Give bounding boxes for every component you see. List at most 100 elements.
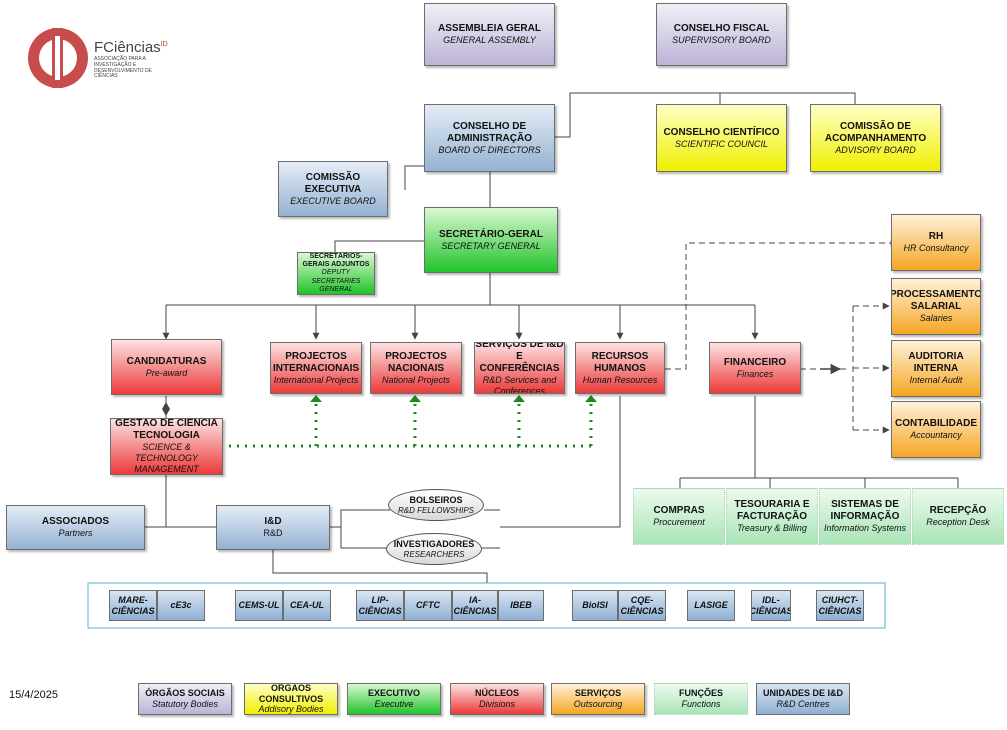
legend-subtitle: Outsourcing: [573, 699, 623, 709]
box-rd-services[interactable]: SERVIÇOS DE I&D E CONFERÊNCIAS R&D Servi…: [474, 342, 565, 394]
box-title: INVESTIGADORES: [393, 539, 475, 550]
box-advisory-board[interactable]: COMISSÃO DE ACOMPANHAMENTO ADVISORY BOAR…: [810, 104, 941, 172]
legend-subtitle: Divisions: [478, 699, 515, 709]
box-title: AUDITORIA INTERNA: [908, 351, 964, 375]
box-treasury-billing[interactable]: TESOURARIA E FACTURAÇÃO Treasury & Billi…: [726, 488, 818, 545]
unit-box[interactable]: LASIGE: [687, 590, 735, 621]
unit-box[interactable]: CFTC: [404, 590, 452, 621]
box-rd[interactable]: I&D R&D: [216, 505, 330, 550]
box-information-systems[interactable]: SISTEMAS DE INFORMAÇÃO Information Syste…: [819, 488, 911, 545]
box-title: CONTABILIDADE: [894, 418, 978, 430]
box-title: COMISSÃO EXECUTIVA: [304, 171, 362, 195]
legend-title: ÓRGÃOS SOCIAIS: [145, 688, 225, 699]
unit-label: LIP-CIÊNCIAS: [358, 594, 402, 616]
box-subtitle: DEPUTY SECRETARIES GENERAL: [311, 269, 361, 294]
oval-fellowships[interactable]: BOLSEIROS R&D FELLOWSHIPS: [388, 489, 484, 521]
logo-subtitle: ASSOCIAÇÃO PARA A INVESTIGAÇÃO E DESENVO…: [94, 56, 152, 80]
legend-title: FUNÇÕES: [678, 688, 723, 699]
box-general-assembly[interactable]: ASSEMBLEIA GERAL GENERAL ASSEMBLY: [424, 3, 555, 66]
oval-researchers[interactable]: INVESTIGADORES RESEARCHERS: [386, 533, 482, 565]
legend-divisions: NÚCLEOS Divisions: [450, 683, 544, 715]
box-board-of-directors[interactable]: CONSELHO DE ADMINISTRAÇÃO BOARD OF DIREC…: [424, 104, 555, 172]
box-title: TESOURARIA E FACTURAÇÃO: [734, 499, 810, 523]
box-title: CONSELHO FISCAL: [673, 23, 770, 35]
unit-label: IBEB: [510, 600, 532, 611]
box-title: SECRETÁRIOS-GERAIS ADJUNTOS: [302, 252, 370, 268]
box-subtitle: Finances: [736, 368, 774, 379]
unit-box[interactable]: CEA-UL: [283, 590, 331, 621]
box-subtitle: SCIENCE & TECHNOLOGY MANAGEMENT: [134, 442, 199, 474]
unit-box[interactable]: IDL-CIÊNCIAS: [751, 590, 791, 621]
unit-label: IDL-CIÊNCIAS: [751, 594, 791, 616]
box-title: ASSEMBLEIA GERAL: [438, 23, 541, 35]
box-subtitle: National Projects: [381, 374, 451, 385]
box-pre-award[interactable]: CANDIDATURAS Pre-award: [111, 339, 222, 395]
box-title: CONSELHO CIENTÍFICO: [663, 126, 780, 138]
box-accountancy[interactable]: CONTABILIDADE Accountancy: [891, 401, 981, 458]
box-salaries[interactable]: PROCESSAMENTO SALARIAL Salaries: [891, 278, 981, 335]
box-hr-consultancy[interactable]: RH HR Consultancy: [891, 214, 981, 271]
unit-label: cE3c: [170, 600, 192, 611]
unit-box[interactable]: BioISI: [572, 590, 618, 621]
unit-box[interactable]: LIP-CIÊNCIAS: [356, 590, 404, 621]
box-supervisory-board[interactable]: CONSELHO FISCAL SUPERVISORY BOARD: [656, 3, 787, 66]
box-subtitle: Treasury & Billing: [737, 523, 807, 534]
box-deputy-secretaries[interactable]: SECRETÁRIOS-GERAIS ADJUNTOS DEPUTY SECRE…: [297, 252, 375, 295]
unit-box[interactable]: CQE-CIÊNCIAS: [618, 590, 666, 621]
unit-box[interactable]: CIUHCT-CIÊNCIAS: [816, 590, 864, 621]
unit-box[interactable]: CEMS-UL: [235, 590, 283, 621]
legend-title: EXECUTIVO: [367, 688, 420, 699]
box-subtitle: SECRETARY GENERAL: [441, 240, 541, 251]
legend-rd-centres: UNIDADES DE I&D R&D Centres: [756, 683, 850, 715]
box-human-resources[interactable]: RECURSOS HUMANOS Human Resources: [575, 342, 665, 394]
unit-label: CFTC: [416, 600, 440, 611]
box-reception-desk[interactable]: RECEPÇÃO Reception Desk: [912, 488, 1004, 545]
box-subtitle: R&D Services and Conferences: [482, 375, 557, 394]
legend-advisory: ÓRGÃOS CONSULTIVOS Addisory Bodies: [244, 683, 338, 715]
box-title: SECRETÁRIO-GERAL: [439, 228, 543, 240]
box-title: COMPRAS: [653, 505, 705, 517]
legend-title: UNIDADES DE I&D: [762, 688, 843, 699]
logo-name: FCiênciasID: [94, 39, 168, 56]
box-title: CONSELHO DE ADMINISTRAÇÃO: [447, 120, 532, 144]
unit-box[interactable]: cE3c: [157, 590, 205, 621]
box-subtitle: EXECUTIVE BOARD: [290, 195, 376, 206]
legend-subtitle: R&D Centres: [776, 699, 830, 709]
box-subtitle: Procurement: [653, 517, 705, 528]
unit-box[interactable]: IBEB: [498, 590, 544, 621]
legend-title: SERVIÇOS: [574, 688, 622, 699]
box-subtitle: Salaries: [919, 313, 953, 324]
unit-box[interactable]: MARE-CIÊNCIAS: [109, 590, 157, 621]
box-procurement[interactable]: COMPRAS Procurement: [633, 488, 725, 545]
box-secretary-general[interactable]: SECRETÁRIO-GERAL SECRETARY GENERAL: [424, 207, 558, 273]
box-title: RECEPÇÃO: [929, 505, 987, 517]
box-executive-board[interactable]: COMISSÃO EXECUTIVA EXECUTIVE BOARD: [278, 161, 388, 217]
unit-label: CIUHCT-CIÊNCIAS: [818, 594, 862, 616]
box-title: SERVIÇOS DE I&D E CONFERÊNCIAS: [475, 342, 564, 375]
box-title: RH: [928, 231, 944, 243]
box-scientific-council[interactable]: CONSELHO CIENTÍFICO SCIENTIFIC COUNCIL: [656, 104, 787, 172]
box-partners[interactable]: ASSOCIADOS Partners: [6, 505, 145, 550]
box-title: SISTEMAS DE INFORMAÇÃO: [830, 499, 900, 523]
box-international-projects[interactable]: PROJECTOS INTERNACIONAIS International P…: [270, 342, 362, 394]
legend-functions: FUNÇÕES Functions: [654, 683, 748, 715]
box-subtitle: RESEARCHERS: [403, 549, 465, 559]
unit-label: CEA-UL: [290, 600, 324, 611]
date-label: 15/4/2025: [9, 689, 58, 701]
box-national-projects[interactable]: PROJECTOS NACIONAIS National Projects: [370, 342, 462, 394]
legend-outsourcing: SERVIÇOS Outsourcing: [551, 683, 645, 715]
legend-statutory: ÓRGÃOS SOCIAIS Statutory Bodies: [138, 683, 232, 715]
box-subtitle: GENERAL ASSEMBLY: [443, 35, 536, 46]
box-subtitle: Accountancy: [910, 430, 962, 441]
box-subtitle: SUPERVISORY BOARD: [672, 35, 771, 46]
box-title: PROJECTOS INTERNACIONAIS: [272, 350, 360, 374]
box-finances[interactable]: FINANCEIRO Finances: [709, 342, 801, 394]
advisory-link: [555, 92, 856, 138]
unit-box[interactable]: IA-CIÊNCIAS: [452, 590, 498, 621]
legend-subtitle: Executive: [374, 699, 414, 709]
box-subtitle: Human Resources: [582, 374, 658, 385]
box-internal-audit[interactable]: AUDITORIA INTERNA Internal Audit: [891, 340, 981, 397]
box-subtitle: R&D: [263, 528, 283, 539]
box-science-tech-management[interactable]: GESTÃO DE CIÊNCIA TECNOLOGIA SCIENCE & T…: [110, 418, 223, 475]
legend-title: NÚCLEOS: [474, 688, 519, 699]
